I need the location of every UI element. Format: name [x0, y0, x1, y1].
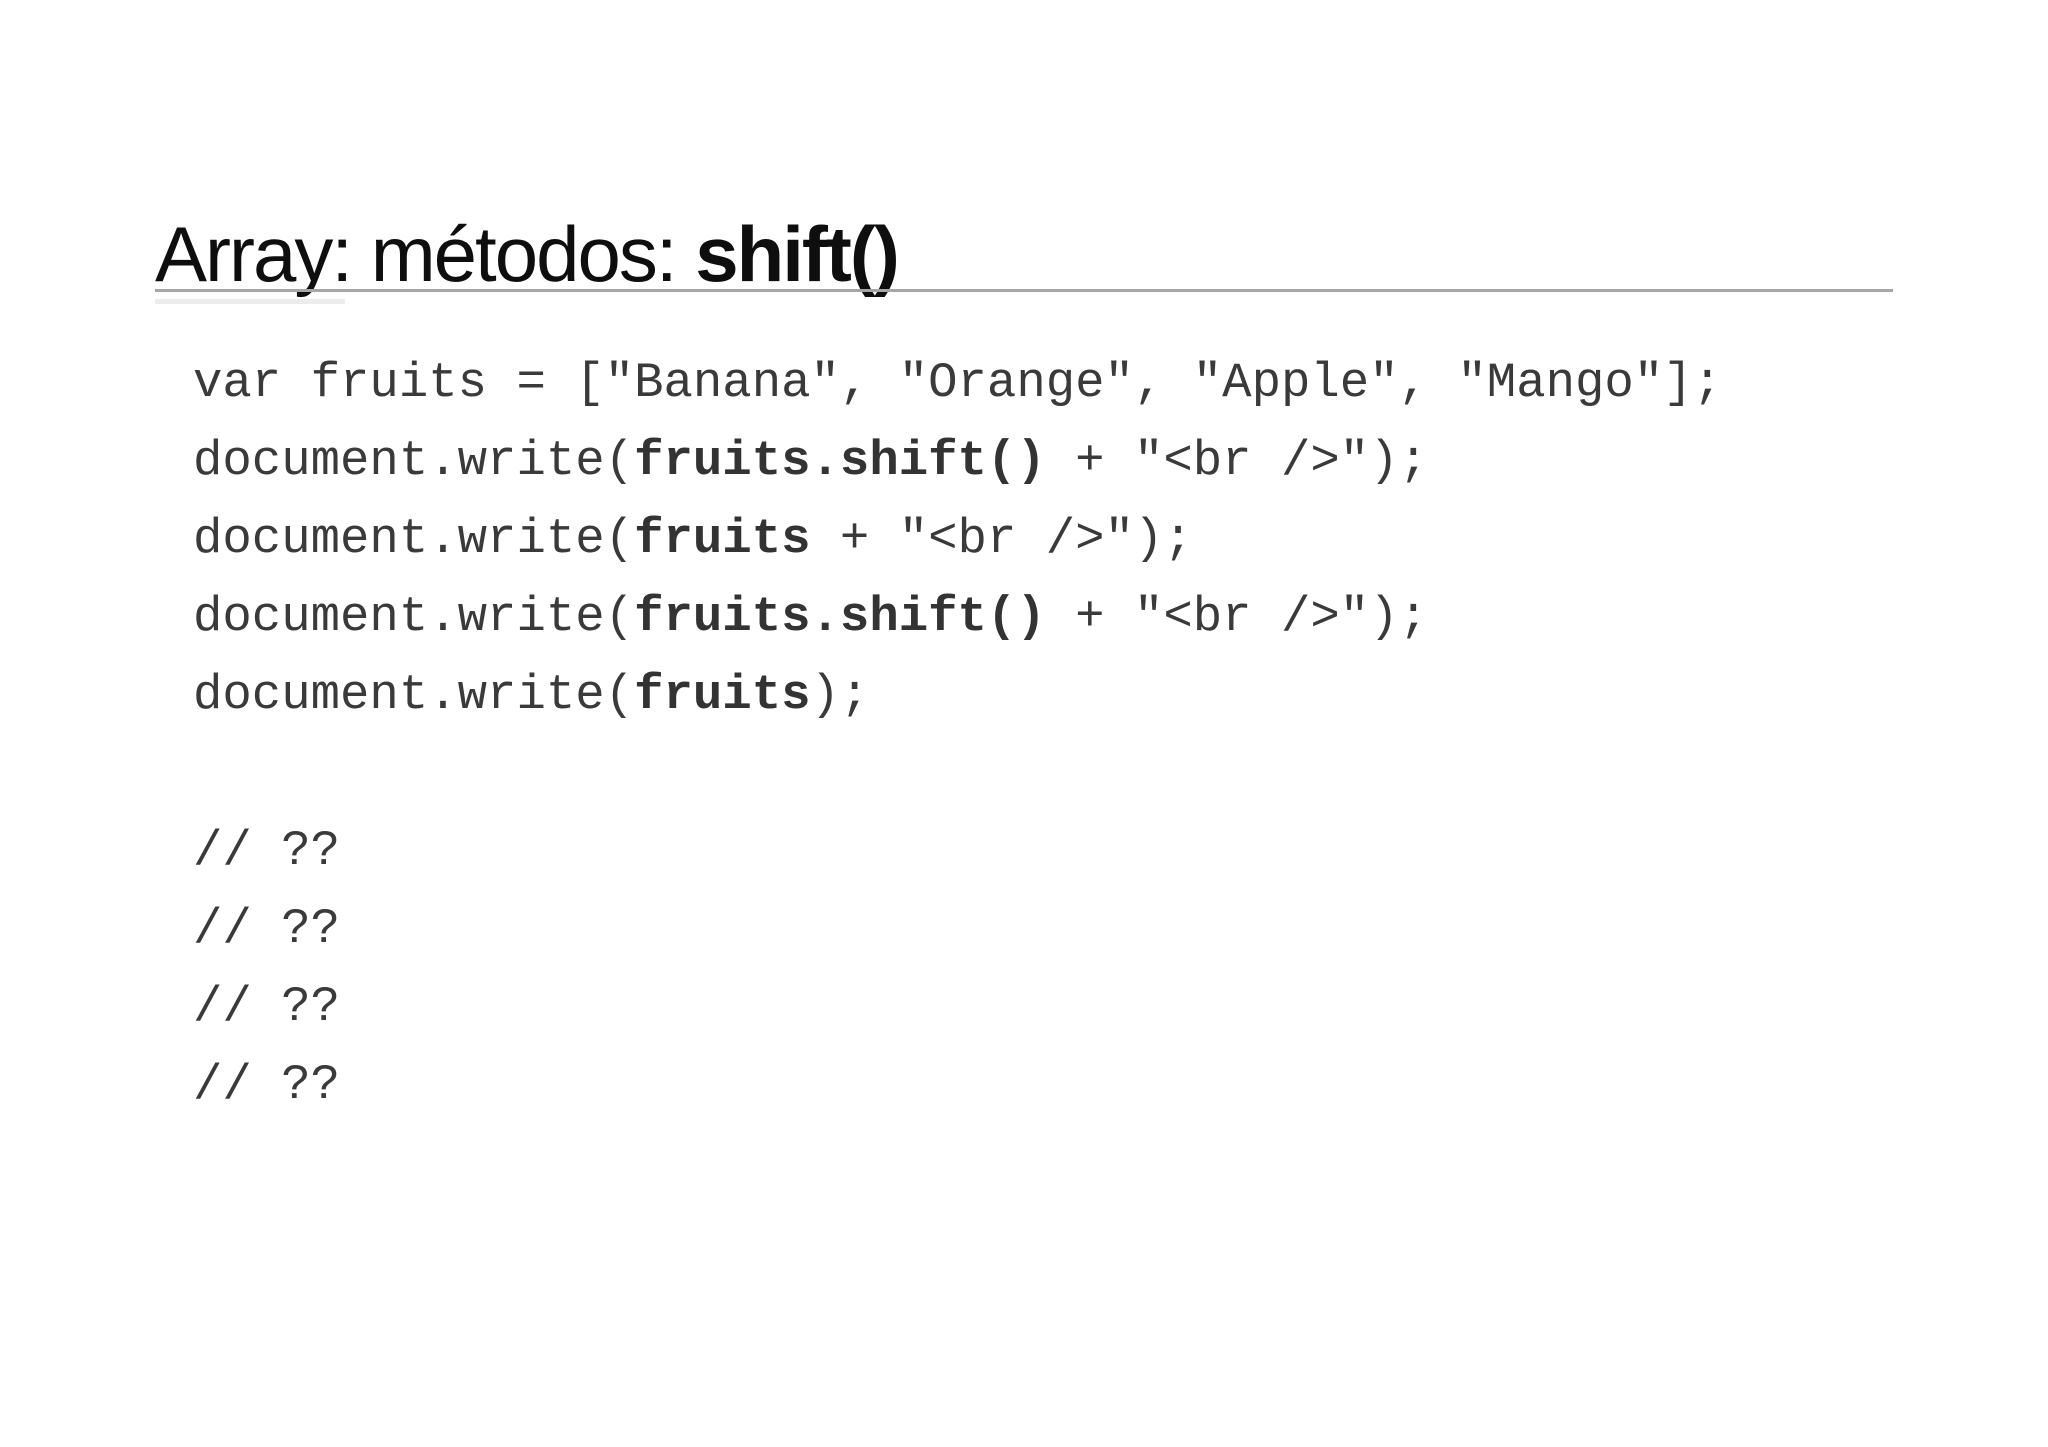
- code-segment: // ??: [193, 823, 341, 879]
- code-segment: );: [810, 667, 870, 723]
- code-line: document.write(fruits);: [193, 656, 1722, 734]
- code-segment: document.write(: [193, 433, 635, 489]
- code-segment-bold: fruits: [634, 511, 811, 567]
- page-title-regular: Array: métodos:: [155, 210, 696, 299]
- code-line-blank: [193, 734, 1722, 812]
- code-line: // ??: [193, 812, 1722, 890]
- code-segment-bold: fruits: [634, 667, 811, 723]
- code-segment-bold: fruits.shift(): [634, 589, 1046, 645]
- code-segment: document.write(: [193, 667, 635, 723]
- page-title: Array: métodos: shift(): [155, 215, 900, 293]
- code-segment: + "<br />");: [1045, 589, 1429, 645]
- code-segment: document.write(: [193, 589, 635, 645]
- title-divider: [155, 289, 1893, 292]
- code-segment: document.write(: [193, 511, 635, 567]
- code-line: // ??: [193, 1046, 1722, 1124]
- page-title-bold: shift(): [695, 210, 900, 299]
- code-line: // ??: [193, 968, 1722, 1046]
- code-line: document.write(fruits.shift() + "<br />"…: [193, 578, 1722, 656]
- code-segment: + "<br />");: [810, 511, 1193, 567]
- code-line: var fruits = ["Banana", "Orange", "Apple…: [193, 344, 1722, 422]
- code-segment-bold: fruits.shift(): [634, 433, 1046, 489]
- code-segment: var fruits = ["Banana", "Orange", "Apple…: [193, 355, 1723, 411]
- code-block: var fruits = ["Banana", "Orange", "Apple…: [193, 344, 1722, 1124]
- code-segment: // ??: [193, 901, 341, 957]
- code-line: // ??: [193, 890, 1722, 968]
- code-segment: // ??: [193, 1057, 341, 1113]
- code-line: document.write(fruits.shift() + "<br />"…: [193, 422, 1722, 500]
- code-segment: // ??: [193, 979, 341, 1035]
- title-divider-shadow: [155, 299, 345, 304]
- code-segment: + "<br />");: [1045, 433, 1429, 489]
- code-line: document.write(fruits + "<br />");: [193, 500, 1722, 578]
